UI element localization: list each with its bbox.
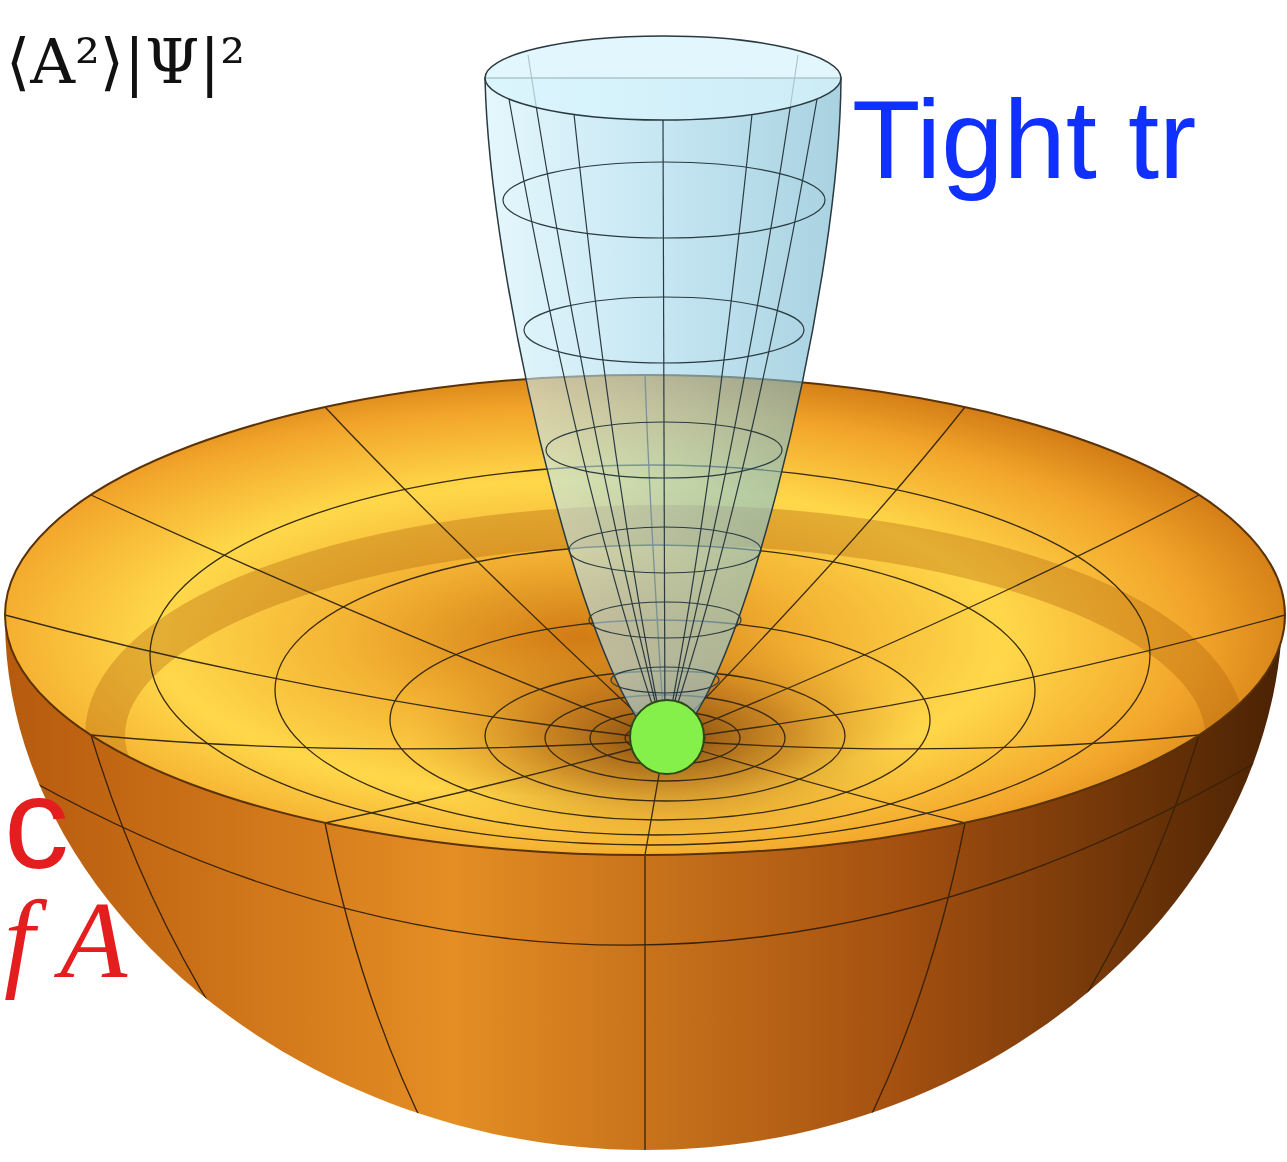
condensate-dot [630, 700, 704, 774]
illustration-part [663, 120, 665, 742]
heading-fragment: Tight tr [852, 78, 1196, 201]
illustration-part [665, 114, 752, 742]
illustration-part [325, 823, 430, 1138]
illustration-part [644, 855, 645, 1150]
illustration-part [91, 735, 665, 749]
illustration-part [325, 740, 665, 823]
illustration-part [665, 735, 1199, 749]
trap-paraboloid [485, 78, 841, 742]
illustration-part [665, 615, 1285, 740]
trap-grid [503, 55, 825, 742]
illustration-part [860, 823, 965, 1138]
note-fragment: c [4, 752, 69, 895]
illustration-part [574, 114, 665, 742]
illustration-part [665, 55, 798, 742]
illustration-part [528, 55, 665, 742]
trap-top [485, 36, 841, 120]
formula-label: ⟨A²⟩|Ψ|² [6, 28, 245, 96]
illustration-part [545, 695, 785, 781]
illustration-part [665, 740, 965, 823]
note-fragment: f A [4, 880, 127, 1001]
illustration-part [5, 615, 665, 740]
